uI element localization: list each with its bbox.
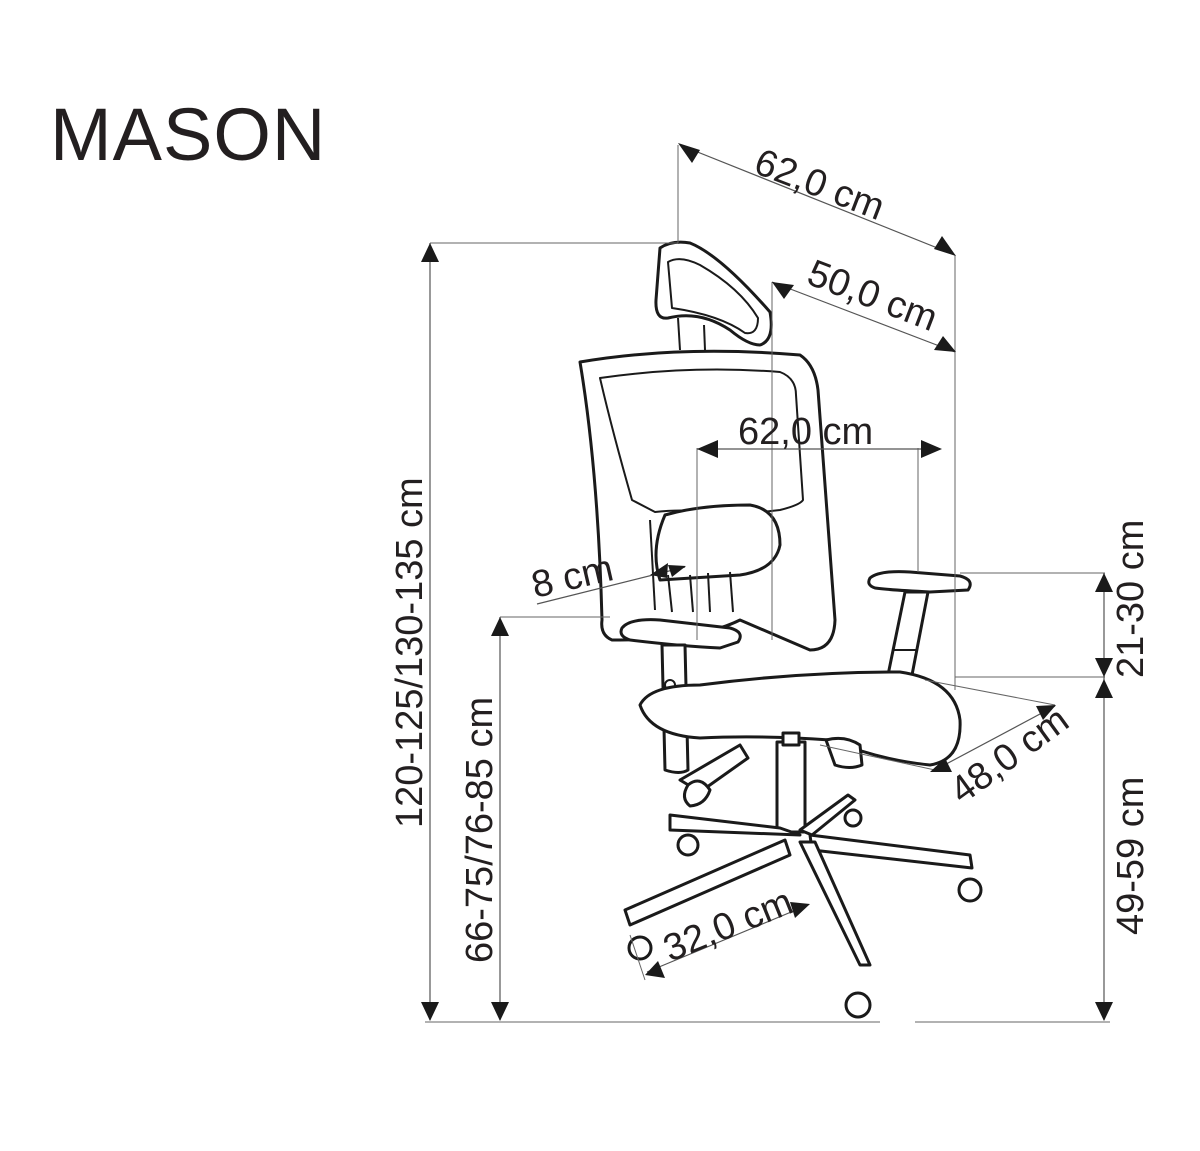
label-backrest-height: 66-75/76-85 cm: [459, 697, 501, 963]
label-seat-height: 49-59 cm: [1110, 777, 1152, 935]
label-armrest-height: 21-30 cm: [1110, 520, 1152, 678]
label-backrest-depth: 50,0 cm: [802, 252, 943, 340]
chair-illustration: [578, 240, 983, 1019]
label-armrest-width: 62,0 cm: [738, 411, 873, 453]
label-total-depth: 62,0 cm: [749, 141, 890, 229]
product-title: MASON: [50, 93, 327, 176]
label-total-height: 120-125/130-135 cm: [389, 477, 431, 828]
